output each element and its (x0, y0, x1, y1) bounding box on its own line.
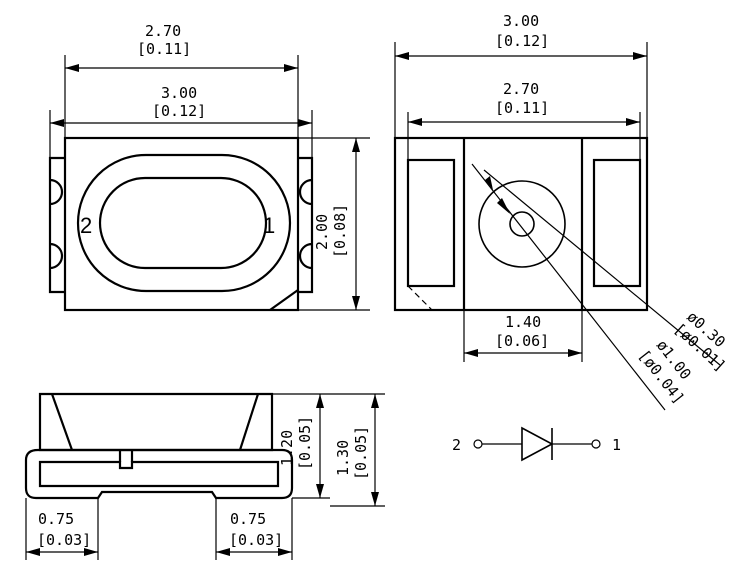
dim-height-outer: 1.30 (334, 440, 352, 476)
symbol-anode-label: 2 (452, 436, 461, 454)
dim-height-in: [0.08] (331, 204, 349, 258)
dim-height-inner: 1.20 (278, 430, 296, 466)
lens-circle-small (509, 211, 535, 237)
dim-bv-width-outer: 3.00 (503, 12, 539, 30)
side-view: 1.20 [0.05] 1.30 [0.05] 0.75 [0.03] 0.75… (24, 392, 385, 560)
pin-label-1: 1 (263, 213, 275, 238)
diode-symbol: 2 1 (452, 426, 621, 462)
lens-inner (98, 176, 268, 270)
lens-circle-large (478, 180, 566, 268)
dim-pad-right: 0.75 (230, 510, 266, 528)
dim-height-inner-in: [0.05] (296, 416, 314, 470)
bottom-view: 3.00 [0.12] 2.70 [0.11] 1.40 [0.06] ø0.3… (393, 12, 729, 411)
left-lead (48, 156, 65, 294)
dim-width-outer: 3.00 (161, 84, 197, 102)
right-pad (592, 158, 642, 288)
dim-height-outer-in: [0.05] (352, 426, 370, 480)
dim-pad-left: 0.75 (38, 510, 74, 528)
pin-label-2: 2 (80, 213, 92, 238)
symbol-cathode-label: 1 (612, 436, 621, 454)
bottom-view-body (393, 136, 649, 312)
dim-bv-width-inner-in: [0.11] (495, 99, 549, 117)
dim-pad-right-in: [0.03] (229, 531, 283, 549)
dim-bv-width-inner: 2.70 (503, 80, 539, 98)
top-view-body (63, 136, 300, 312)
dim-height: 2.00 (313, 214, 331, 250)
dim-width-inner-in: [0.11] (137, 40, 191, 58)
dim-bv-width-outer-in: [0.12] (495, 32, 549, 50)
right-lead (298, 156, 314, 294)
dim-pad-left-in: [0.03] (37, 531, 91, 549)
dim-pad-gap-in: [0.06] (495, 332, 549, 350)
top-view: 2 1 2.70 [0.11] 3.00 [0.12] 2.00 [0.08] (48, 22, 370, 312)
left-pad (406, 158, 456, 288)
diode-triangle (521, 426, 554, 462)
dim-pad-gap: 1.40 (505, 313, 541, 331)
dim-width-outer-in: [0.12] (152, 102, 206, 120)
side-view-body (24, 448, 294, 500)
lens-outer (76, 153, 292, 293)
dim-width-inner: 2.70 (145, 22, 181, 40)
